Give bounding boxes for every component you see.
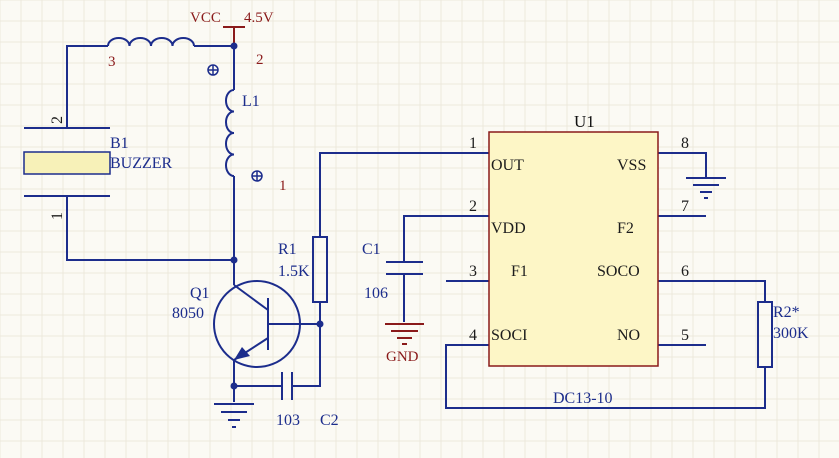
r1-body <box>312 236 328 303</box>
wire-r1-out <box>319 152 489 237</box>
u1-pin-name: SOCI <box>491 327 527 344</box>
wire-soci-r2 <box>445 344 766 409</box>
ground-icon <box>214 403 254 428</box>
u1-pin-name: SOCO <box>597 263 640 280</box>
ground-icon <box>385 323 424 345</box>
u1-pin-number: 8 <box>681 135 689 152</box>
b1-pin2-label: 2 <box>49 116 66 124</box>
q1-envelope <box>213 280 301 368</box>
phase-dot-icon <box>251 170 263 182</box>
l1-pin1-label: 1 <box>279 178 287 194</box>
q1-value: 8050 <box>172 305 204 322</box>
u1-pin-name: F1 <box>511 263 528 280</box>
u1-designator: U1 <box>574 112 595 131</box>
wire-vss-gnd <box>658 152 707 177</box>
junction-dot <box>316 320 324 328</box>
coil-winding-l1 <box>225 89 235 177</box>
u1-part-number: DC13-10 <box>553 390 613 407</box>
ic-u1: U1 DC13-10 1 OUT 2 VDD 3 F1 4 SOCI 8 VSS… <box>469 112 689 407</box>
c1-designator: C1 <box>362 241 381 258</box>
junctions <box>230 42 324 390</box>
wire-buzzer-bottom <box>66 196 234 261</box>
b1-pin1-label: 1 <box>49 212 66 220</box>
junction-dot <box>230 42 238 50</box>
u1-pin-number: 5 <box>681 327 689 344</box>
r2-value: 300K <box>773 325 809 342</box>
wire-c1-vdd <box>403 215 489 262</box>
wire-soco-r2 <box>658 280 766 302</box>
buzzer-b1: B1 BUZZER 2 1 <box>23 116 173 220</box>
wire-buzzer-top <box>66 45 108 128</box>
wire-c2-right <box>292 324 321 387</box>
transistor-q1: Q1 8050 <box>172 280 301 368</box>
wires <box>66 45 766 409</box>
r1-designator: R1 <box>278 241 297 258</box>
c2-designator: C2 <box>320 412 339 429</box>
u1-pin-number: 4 <box>469 327 477 344</box>
resistor-r1: R1 1.5K <box>278 236 328 303</box>
q1-designator: Q1 <box>190 285 210 302</box>
u1-body <box>488 131 659 367</box>
vcc-label: VCC <box>190 10 221 26</box>
u1-pin-number: 6 <box>681 263 689 280</box>
q1-collector-leg <box>233 284 269 311</box>
u1-pin-number: 3 <box>469 263 477 280</box>
junction-dot <box>230 382 238 390</box>
capacitor-c1: C1 106 <box>362 241 423 302</box>
vcc-symbol: VCC 4.5V <box>190 10 274 45</box>
junction-dot <box>230 256 238 264</box>
transformer-l1: L1 3 2 1 <box>107 37 287 194</box>
capacitor-c2: 103 C2 <box>276 372 339 429</box>
phase-dot-icon <box>207 64 219 76</box>
u1-pin-name: VDD <box>491 220 526 237</box>
vcc-voltage-label: 4.5V <box>244 10 274 26</box>
u1-pin-name: NO <box>617 327 640 344</box>
gnd-symbol: GND <box>385 323 424 365</box>
resistor-r2: R2* 300K <box>757 301 809 368</box>
q1-emitter-arrow-icon <box>234 347 250 360</box>
r2-designator: R2* <box>773 304 800 321</box>
u1-pin-number: 2 <box>469 198 477 215</box>
l1-designator: L1 <box>242 93 260 110</box>
r2-body <box>757 301 773 368</box>
coil-winding-3 <box>107 37 195 47</box>
u1-pin-number: 7 <box>681 198 689 215</box>
u1-pin-name: VSS <box>617 157 646 174</box>
r1-value: 1.5K <box>278 263 310 280</box>
b1-value: BUZZER <box>110 155 173 172</box>
u1-pin-name: F2 <box>617 220 634 237</box>
buzzer-body <box>23 151 111 175</box>
l1-pin2-label: 2 <box>256 52 264 68</box>
b1-designator: B1 <box>110 135 129 152</box>
l1-pin3-label: 3 <box>108 54 116 70</box>
gnd-label: GND <box>386 349 419 365</box>
u1-pin-number: 1 <box>469 135 477 152</box>
c1-value: 106 <box>364 285 388 302</box>
ground-icon <box>686 177 726 199</box>
u1-pin-name: OUT <box>491 157 524 174</box>
c2-value: 103 <box>276 412 300 429</box>
